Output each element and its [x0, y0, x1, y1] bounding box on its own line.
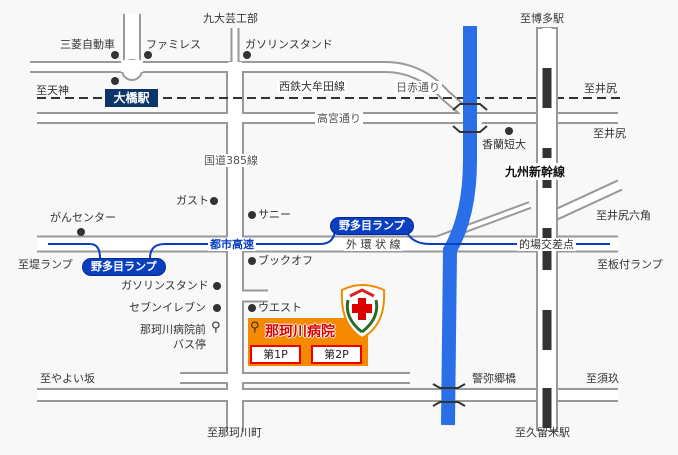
- label-busstop: 那珂川病院前 バス停: [140, 323, 206, 351]
- label-to-tsutsumi: 至堤ランプ: [18, 258, 73, 271]
- label-to-hakata: 至博多駅: [520, 12, 564, 25]
- label-bookoff: ブックオフ: [258, 254, 313, 267]
- parking-1: 第1P: [250, 345, 301, 364]
- label-to-susenji: 至須玖: [586, 372, 619, 385]
- poi-dot: [248, 211, 256, 219]
- label-to-kurume: 至久留米駅: [515, 426, 570, 439]
- label-to-ijiri1: 至井尻: [584, 82, 617, 95]
- poi-dot: [210, 197, 218, 205]
- label-gan: がんセンター: [50, 211, 116, 224]
- label-to-ijiri2: 至井尻: [593, 127, 626, 140]
- poi-dot: [248, 257, 256, 265]
- bridges: [432, 103, 488, 407]
- poi-dot: [111, 77, 119, 85]
- label-gas1: ガソリンスタンド: [245, 38, 333, 51]
- label-to-yayoizaka: 至やよい坂: [40, 372, 95, 385]
- poi-dot: [505, 127, 513, 135]
- label-shinkansen: 九州新幹線: [505, 163, 566, 180]
- river: [441, 26, 477, 426]
- label-ring-road: 外 環 状 線: [344, 238, 403, 251]
- label-gas2: ガソリンスタンド: [121, 279, 209, 292]
- label-west: ウエスト: [258, 301, 302, 314]
- poi-dot: [77, 228, 85, 236]
- label-takamiya: 高宮通り: [315, 112, 363, 125]
- road-fills: [30, 14, 622, 432]
- label-bridge: 警弥郷橋: [472, 372, 516, 385]
- label-expressway: 都市高速: [208, 238, 256, 251]
- label-nishitetsu: 西鉄大牟田線: [277, 80, 347, 93]
- label-gusto: ガスト: [176, 194, 209, 207]
- road-outlines: [30, 14, 623, 432]
- poi-dot: [243, 51, 251, 59]
- ramp-label-west: 野多目ランプ: [82, 258, 166, 276]
- label-nisseki: 日赤通り: [394, 81, 442, 94]
- label-seven: セブンイレブン: [129, 301, 206, 314]
- hospital-name: 那珂川病院: [265, 324, 335, 340]
- label-mitsubishi: 三菱自動車: [60, 38, 115, 51]
- ramp-label-east: 野多目ランプ: [330, 217, 414, 235]
- label-kyudai: 九大芸工部: [203, 12, 258, 25]
- busstop-icon: ⚲: [211, 320, 221, 335]
- label-sunny: サニー: [258, 208, 291, 221]
- label-famires: ファミレス: [146, 38, 201, 51]
- poi-dot: [111, 51, 119, 59]
- label-crossing: 的場交差点: [517, 238, 576, 251]
- label-koran: 香蘭短大: [482, 138, 526, 151]
- poi-dot: [213, 282, 221, 290]
- busstop-icon: ⚲: [250, 320, 260, 335]
- label-route385: 国道385線: [202, 154, 260, 167]
- parking-2: 第2P: [311, 345, 362, 364]
- poi-dot: [213, 304, 221, 312]
- jr-track: [536, 27, 558, 431]
- label-to-nakagawa: 至那珂川町: [207, 426, 262, 439]
- station-label: 大橋駅: [105, 89, 158, 107]
- poi-dot: [248, 304, 256, 312]
- poi-dot: [144, 51, 152, 59]
- label-to-itazuke: 至板付ランプ: [597, 258, 663, 271]
- label-to-ijiri-rokkaku: 至井尻六角: [596, 209, 651, 222]
- label-to-tenjin: 至天神: [36, 84, 69, 97]
